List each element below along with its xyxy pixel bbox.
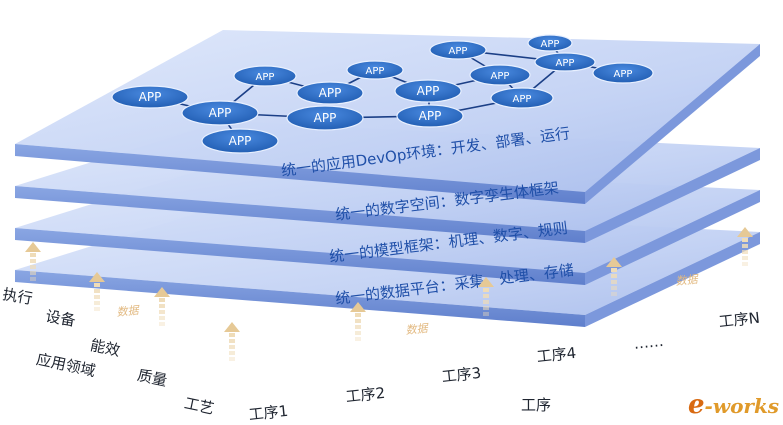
data-tag-left: 数据 [116, 304, 141, 319]
data-tag-middle: 数据 [405, 322, 430, 337]
app-node: APP [233, 65, 297, 87]
process-label-ellipsis: …… [632, 331, 665, 353]
data-arrow [737, 227, 753, 266]
app-node-label: APP [449, 46, 468, 57]
app-node-label: APP [541, 39, 560, 50]
app-node-label: APP [366, 66, 385, 77]
app-node: APP [111, 85, 189, 109]
app-node-label: APP [614, 69, 633, 80]
data-arrow [606, 257, 622, 296]
app-node: APP [181, 100, 259, 126]
app-node-label: APP [319, 86, 342, 100]
app-node: APP [534, 52, 596, 72]
app-nodes: APP APP APP APP APP APP APP APP APP APP APP APP APP A… [111, 34, 654, 154]
app-node-label: APP [556, 58, 575, 69]
process-label-2: 工序2 [344, 383, 387, 406]
data-arrow [89, 272, 105, 311]
logo-e: e [688, 390, 705, 420]
process-label-4: 工序4 [535, 343, 578, 366]
app-node: APP [286, 105, 364, 131]
app-node: APP [396, 104, 464, 128]
app-node-label: APP [417, 84, 440, 98]
data-tag-right: 数据 [675, 273, 700, 288]
data-arrow [224, 322, 240, 361]
app-node-label: APP [513, 94, 532, 105]
process-label-3: 工序3 [440, 363, 483, 386]
data-arrow [478, 277, 494, 316]
logo-text: -works [704, 394, 780, 418]
process-label-n: 工序N [717, 308, 761, 331]
app-node-label: APP [419, 109, 442, 123]
app-node: APP [394, 79, 462, 103]
app-node: APP [201, 128, 279, 154]
app-node-label: APP [491, 71, 510, 82]
data-arrows [25, 227, 753, 361]
app-node-label: APP [209, 106, 232, 120]
app-node: APP [592, 62, 654, 84]
process-caption: 工序 [521, 396, 552, 414]
app-node-label: APP [229, 134, 252, 148]
data-arrow [25, 242, 41, 281]
app-node-label: APP [139, 90, 162, 104]
app-node: APP [527, 34, 573, 52]
app-node: APP [490, 87, 554, 109]
app-node: APP [296, 81, 364, 105]
app-node-label: APP [314, 111, 337, 125]
data-arrow [154, 287, 170, 326]
app-node: APP [469, 64, 531, 86]
app-node: APP [346, 60, 404, 80]
app-node-label: APP [256, 72, 275, 83]
app-node: APP [429, 40, 487, 60]
process-label-1: 工序1 [247, 401, 290, 424]
data-tags: 数据 数据 数据 [116, 273, 700, 337]
eworks-logo: e-works [688, 390, 779, 420]
data-arrow [350, 302, 366, 341]
